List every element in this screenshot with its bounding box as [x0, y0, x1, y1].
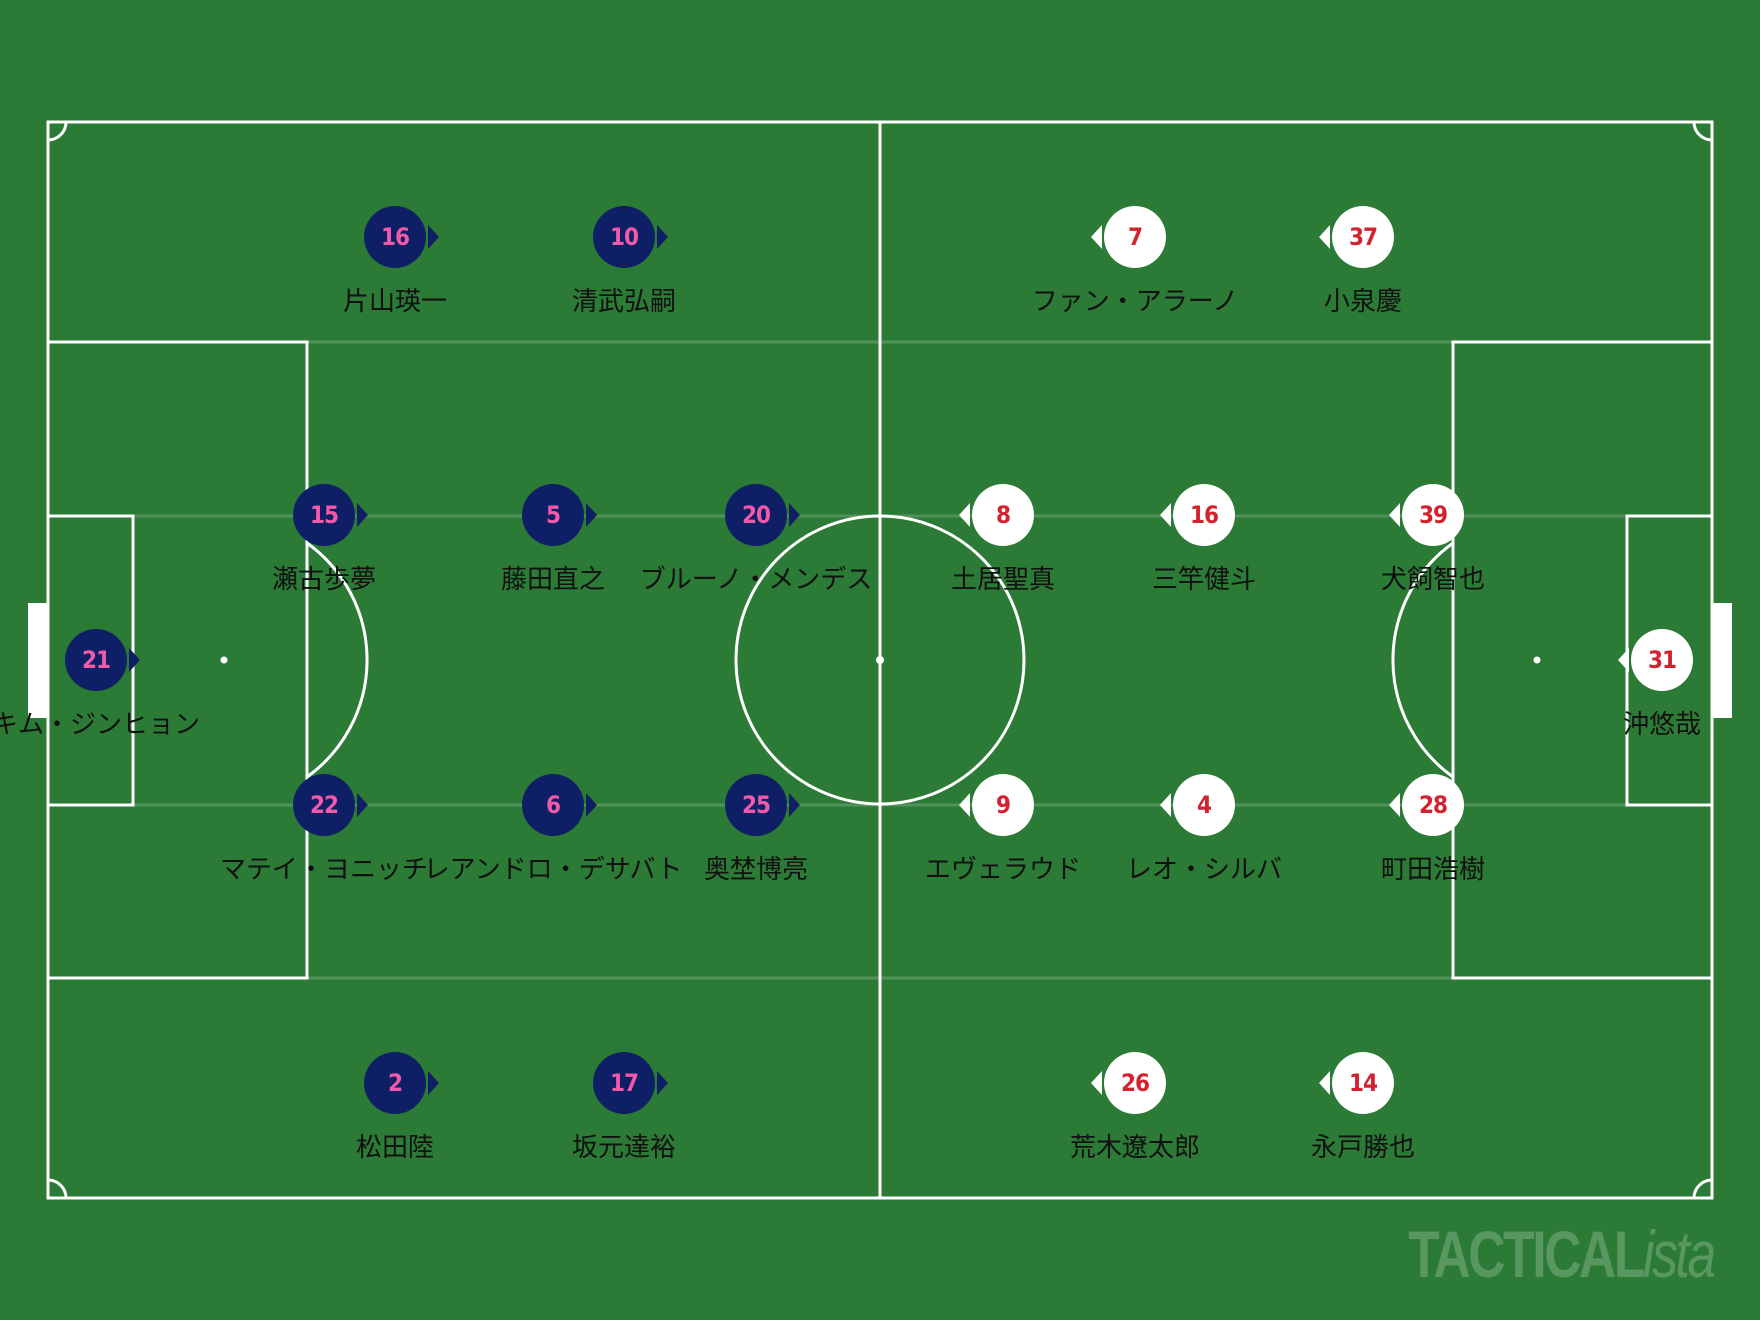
direction-arrow-icon — [357, 793, 368, 817]
direction-arrow-icon — [1319, 1071, 1330, 1095]
left-penalty-spot — [220, 656, 228, 664]
player-name: ファン・アラーノ — [1031, 287, 1239, 317]
player-name: ブルーノ・メンデス — [639, 565, 873, 595]
direction-arrow-icon — [129, 648, 140, 672]
player-name: 坂元達裕 — [571, 1133, 676, 1163]
player-number: 10 — [593, 206, 655, 268]
direction-arrow-icon — [1618, 648, 1629, 672]
player-name: 瀬古歩夢 — [271, 565, 376, 595]
direction-arrow-icon — [357, 503, 368, 527]
player-name: 町田浩樹 — [1380, 855, 1485, 885]
direction-arrow-icon — [657, 1071, 668, 1095]
player-name: 犬飼智也 — [1380, 565, 1485, 595]
left-penalty-arc — [306, 541, 369, 779]
direction-arrow-icon — [1389, 793, 1400, 817]
player-number: 21 — [65, 629, 127, 691]
direction-arrow-icon — [1319, 225, 1330, 249]
player-number: 22 — [293, 774, 355, 836]
player-name: 永戸勝也 — [1310, 1133, 1415, 1163]
player-number: 17 — [593, 1052, 655, 1114]
right-goal — [1712, 603, 1732, 718]
player-name: 沖悠哉 — [1622, 710, 1701, 740]
player-name: マテイ・ヨニッチ — [219, 855, 428, 885]
right-penalty-arc — [1391, 541, 1454, 779]
direction-arrow-icon — [1091, 225, 1102, 249]
direction-arrow-icon — [586, 503, 597, 527]
player-number: 5 — [522, 484, 584, 546]
direction-arrow-icon — [959, 793, 970, 817]
player-number: 4 — [1173, 774, 1235, 836]
direction-arrow-icon — [959, 503, 970, 527]
direction-arrow-icon — [1389, 503, 1400, 527]
player-name: 藤田直之 — [500, 565, 605, 595]
corner-arc-bl — [47, 1178, 68, 1199]
player-number: 16 — [364, 206, 426, 268]
left-goal — [28, 603, 48, 718]
player-name: 清武弘嗣 — [571, 287, 676, 317]
direction-arrow-icon — [1160, 503, 1171, 527]
player-name: 三竿健斗 — [1151, 565, 1256, 595]
player-number: 25 — [725, 774, 787, 836]
center-spot — [876, 656, 884, 664]
direction-arrow-icon — [428, 225, 439, 249]
direction-arrow-icon — [1091, 1071, 1102, 1095]
direction-arrow-icon — [789, 793, 800, 817]
player-number: 37 — [1332, 206, 1394, 268]
player-number: 15 — [293, 484, 355, 546]
player-number: 9 — [972, 774, 1034, 836]
tacticalista-watermark: TACTICALista — [1408, 1216, 1716, 1292]
player-name: 片山瑛一 — [342, 287, 447, 317]
right-penalty-spot — [1533, 656, 1541, 664]
direction-arrow-icon — [1160, 793, 1171, 817]
player-name: 荒木遼太郎 — [1069, 1133, 1200, 1163]
player-number: 7 — [1104, 206, 1166, 268]
player-name: エヴェラウド — [924, 855, 1081, 885]
direction-arrow-icon — [657, 225, 668, 249]
player-number: 20 — [725, 484, 787, 546]
direction-arrow-icon — [586, 793, 597, 817]
direction-arrow-icon — [428, 1071, 439, 1095]
corner-arc-br — [1692, 1178, 1713, 1199]
player-name: 土居聖真 — [950, 565, 1055, 595]
watermark-suffix: ista — [1643, 1217, 1716, 1291]
player-number: 14 — [1332, 1052, 1394, 1114]
player-number: 26 — [1104, 1052, 1166, 1114]
player-number: 6 — [522, 774, 584, 836]
player-number: 31 — [1631, 629, 1693, 691]
player-number: 16 — [1173, 484, 1235, 546]
player-number: 8 — [972, 484, 1034, 546]
player-name: 小泉慶 — [1323, 287, 1402, 317]
watermark-main: TACTICAL — [1408, 1217, 1645, 1291]
center-circle — [734, 514, 1026, 806]
corner-arc-tr — [1692, 121, 1713, 142]
corner-arc-tl — [47, 121, 68, 142]
direction-arrow-icon — [789, 503, 800, 527]
player-name: キム・ジンヒョン — [0, 710, 200, 740]
player-number: 28 — [1402, 774, 1464, 836]
player-name: レオ・シルバ — [1125, 855, 1282, 885]
pitch-spots — [28, 603, 1732, 718]
player-name: 奥埜博亮 — [703, 855, 808, 885]
player-name: レアンドロ・デサバト — [423, 855, 683, 885]
player-name: 松田陸 — [355, 1133, 434, 1163]
player-number: 39 — [1402, 484, 1464, 546]
player-number: 2 — [364, 1052, 426, 1114]
